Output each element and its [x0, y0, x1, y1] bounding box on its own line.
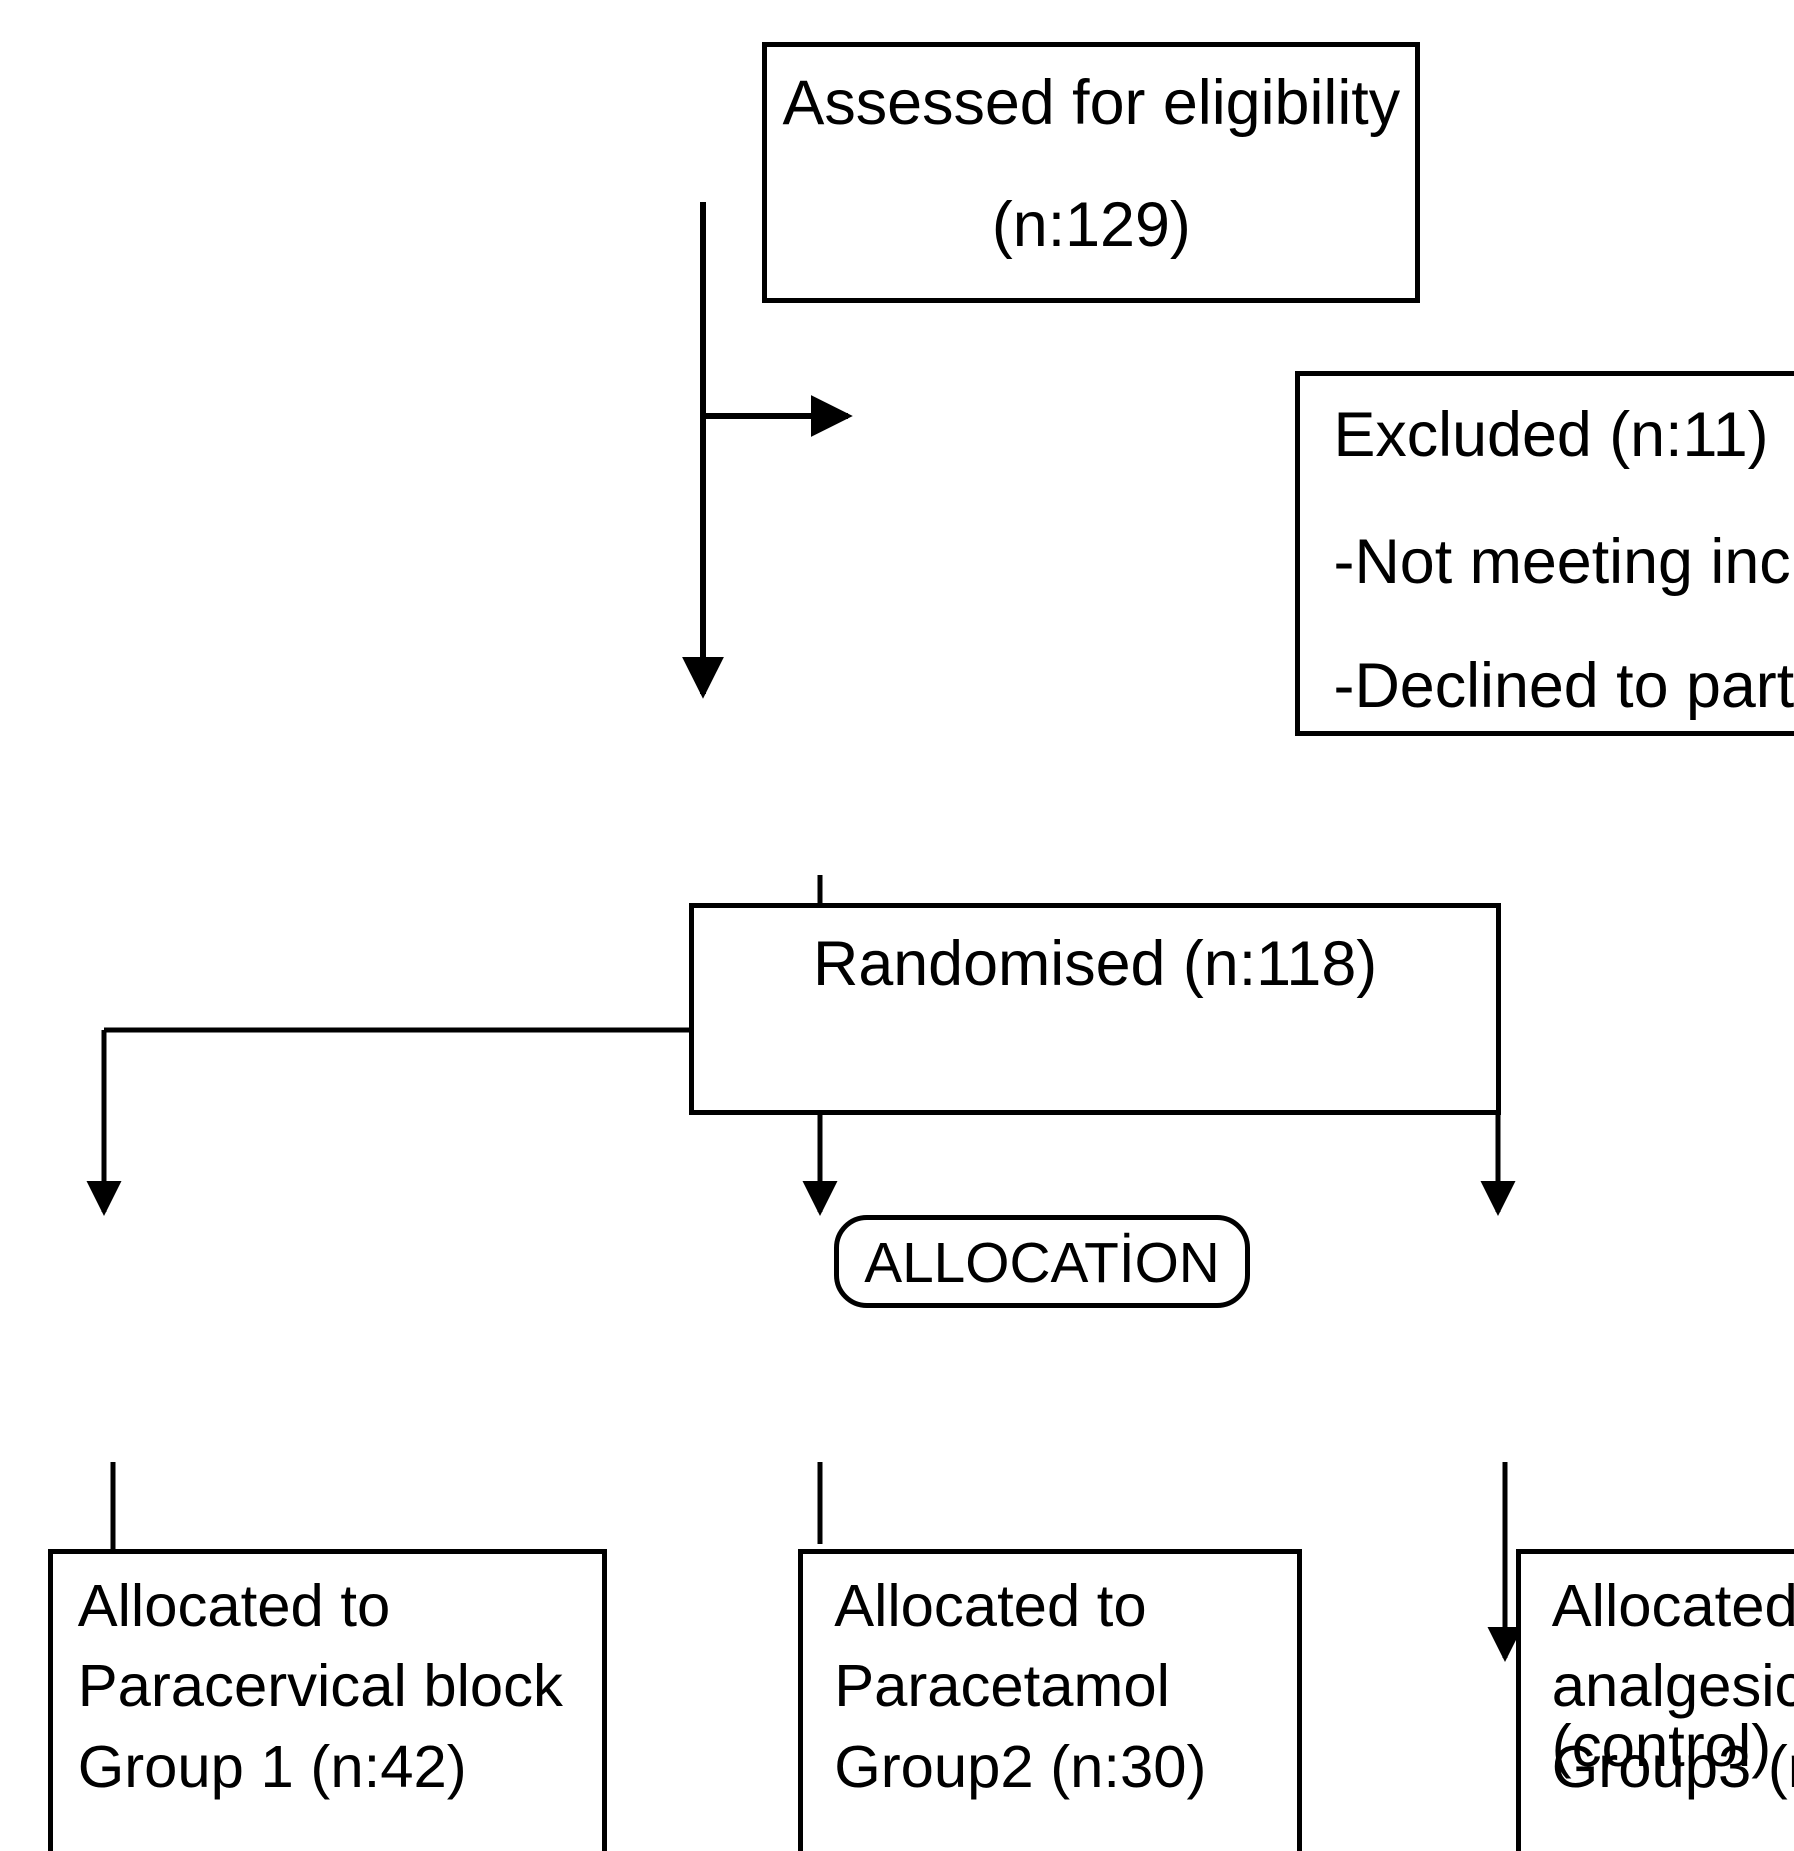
node-group2-allocation: [798, 1548, 1303, 1851]
excluded-declined: -Declined to participate (n: 4): [1333, 650, 1794, 721]
node-assessed-for-eligibility: [762, 41, 1421, 304]
group3-allocation-line3: Group3 (n:46): [1551, 1733, 1794, 1801]
group3-allocation-line2: analgesic (control): [1551, 1652, 1794, 1780]
node-group1-allocation: [47, 1548, 607, 1851]
group1-allocation-line1: Allocated to: [77, 1571, 391, 1639]
group1-allocation-line3: Group 1 (n:42): [77, 1733, 467, 1801]
group2-allocation-line1: Allocated to: [834, 1571, 1147, 1639]
group2-allocation-line3: Group2 (n:30): [834, 1733, 1207, 1801]
group3-allocation-line1: Allocated to No: [1551, 1571, 1794, 1639]
assessed-for-eligibility-count: (n:129): [991, 190, 1191, 261]
allocation-stage-text: ALLOCATİON: [864, 1232, 1220, 1296]
node-excluded: [1294, 370, 1794, 736]
node-allocation-stage-label: [834, 1215, 1250, 1309]
group2-allocation-line2: Paracetamol: [834, 1652, 1170, 1720]
group1-allocation-line2: Paracervical block: [77, 1652, 563, 1720]
excluded-not-meeting-criteria: -Not meeting inclusion criteria (n:7): [1333, 526, 1794, 597]
node-group3-allocation: [1515, 1548, 1794, 1851]
randomised-count: Randomised (n:118): [812, 928, 1378, 999]
node-randomised: [689, 902, 1501, 1116]
assessed-for-eligibility-line1: Assessed for eligibility: [782, 67, 1401, 138]
excluded-total: Excluded (n:11): [1333, 399, 1769, 470]
